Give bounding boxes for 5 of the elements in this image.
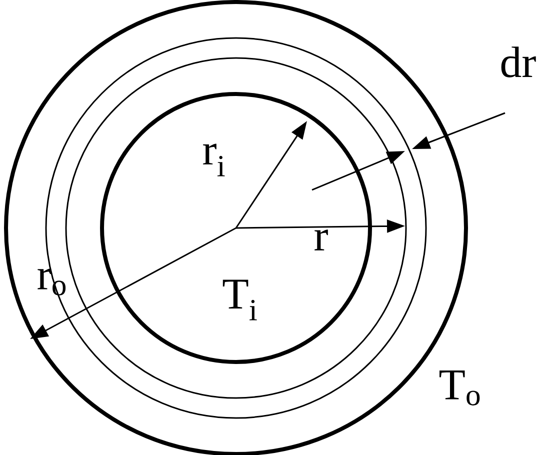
symbol-label: T$_{o}$ xyxy=(440,370,480,406)
symbol-label: r$_{i}$ xyxy=(203,144,225,176)
symbol-label: T$_{i}$ xyxy=(222,280,257,320)
symbol-label: r xyxy=(314,230,328,250)
symbol-label: dr xyxy=(501,46,536,78)
